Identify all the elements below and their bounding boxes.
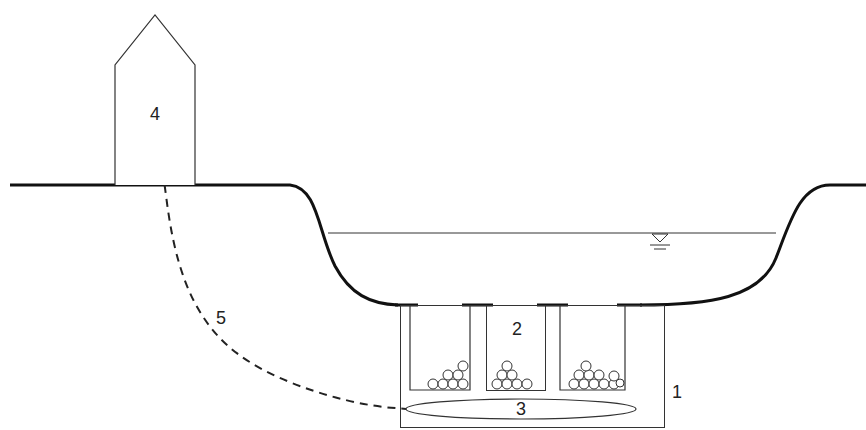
left-compartment bbox=[410, 305, 470, 390]
stones bbox=[428, 361, 624, 389]
callout-number: 5 bbox=[214, 308, 228, 328]
callout-number: 4 bbox=[150, 105, 160, 123]
callout-number: 2 bbox=[512, 320, 522, 338]
callout-number: 1 bbox=[672, 383, 682, 401]
callout-number: 3 bbox=[516, 400, 526, 418]
water-level-symbol bbox=[650, 234, 670, 249]
compartment: 2 bbox=[486, 306, 546, 391]
right-bank bbox=[640, 185, 866, 305]
dashed-connector bbox=[165, 185, 406, 409]
ellipse-zone: 3 bbox=[406, 399, 636, 419]
water-surface bbox=[328, 233, 776, 234]
house-outline bbox=[115, 15, 195, 185]
right-compartment bbox=[560, 305, 625, 390]
underground-structure: 123 bbox=[400, 305, 665, 428]
left-bank bbox=[10, 185, 398, 305]
house: 4 bbox=[115, 15, 195, 185]
